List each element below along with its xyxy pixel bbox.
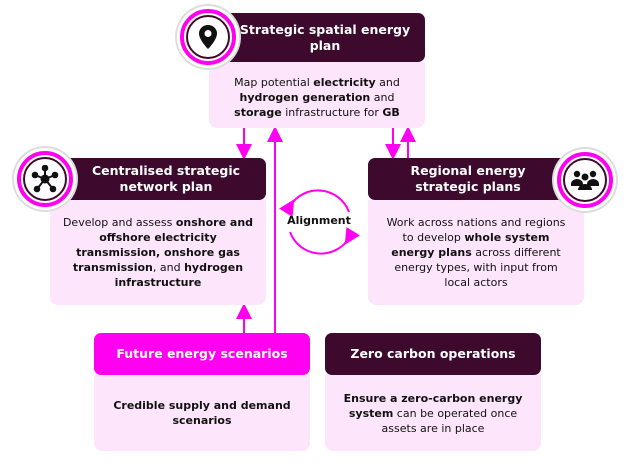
emphasis-text: whole system energy plans (391, 231, 550, 259)
card-title: Future energy scenarios (94, 333, 310, 375)
card-description: Map potential electricity and hydrogen g… (209, 62, 425, 128)
emphasis-text: storage (234, 105, 282, 119)
alignment-cycle-bottom (289, 226, 361, 255)
text-segment: across different energy types, with inpu… (394, 246, 561, 289)
card-regional-plans: Regional energy strategic plans Work acr… (368, 158, 584, 305)
emphasis-text: electricity (313, 75, 376, 89)
card-title: Zero carbon operations (325, 333, 541, 375)
card-description: Develop and assess onshore and offshore … (50, 200, 266, 305)
emphasis-text: GB (382, 105, 400, 119)
text-segment: and (370, 90, 395, 104)
people-group-icon (554, 149, 616, 211)
card-title: Strategic spatial energy plan (209, 13, 425, 62)
network-hub-icon (14, 148, 76, 210)
map-pin-icon (177, 6, 239, 68)
alignment-label: Alignment (287, 214, 351, 227)
text-segment: Develop and assess (62, 216, 176, 229)
alignment-cycle-top (278, 189, 350, 218)
text-segment: Map potential (234, 75, 314, 89)
card-description: Work across nations and regions to devel… (368, 200, 584, 305)
text-segment: , and (152, 261, 185, 274)
emphasis-text: hydrogen generation (239, 90, 371, 104)
text-segment: and (375, 75, 400, 89)
card-spatial-plan: Strategic spatial energy plan Map potent… (209, 13, 425, 128)
card-future-scenarios: Future energy scenarios Credible supply … (94, 333, 310, 451)
card-title: Regional energy strategic plans (368, 158, 584, 200)
emphasis-text: onshore and offshore electricity transmi… (72, 216, 254, 274)
card-zero-carbon: Zero carbon operations Ensure a zero-car… (325, 333, 541, 451)
text-segment: infrastructure for (281, 105, 383, 119)
card-description: Credible supply and demand scenarios (94, 375, 310, 451)
card-title: Centralised strategic network plan (50, 158, 266, 200)
emphasis-text: hydrogen infrastructure (114, 261, 244, 289)
text-segment: can be operated once assets are in place (381, 406, 518, 435)
emphasis-text: Ensure a zero-carbon energy system (343, 391, 523, 420)
card-network-plan: Centralised strategic network plan Devel… (50, 158, 266, 305)
card-description: Ensure a zero-carbon energy system can b… (325, 375, 541, 451)
emphasis-text: Credible supply and demand scenarios (113, 399, 291, 427)
text-segment: Work across nations and regions to devel… (386, 216, 566, 244)
